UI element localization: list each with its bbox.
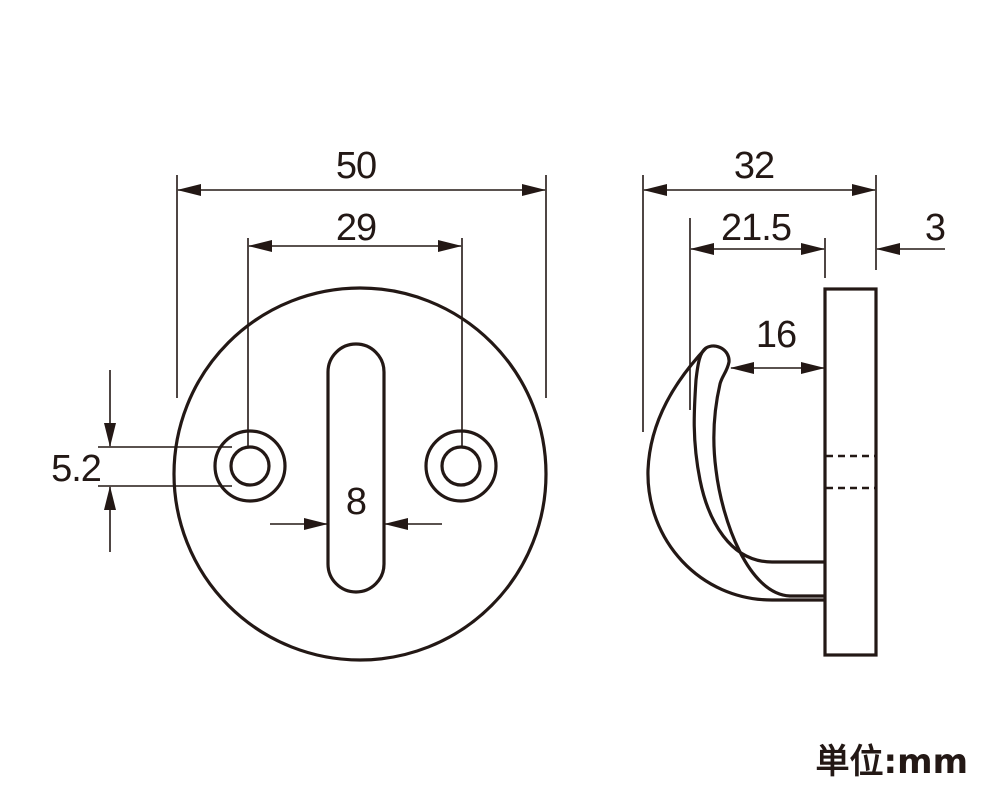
dimension-label-slot-width: 8 [346,481,366,523]
hook-outer-curve [646,346,825,602]
dimension-label-hole-diameter: 5.2 [51,448,101,490]
dimension-label-hook-opening: 16 [756,314,796,356]
right-hole-inner [440,445,482,487]
front-view: 50 29 8 5.2 [51,145,548,662]
hook-outline [692,344,825,598]
left-hole-outer [213,429,287,503]
dimension-label-total-depth: 32 [734,145,774,187]
dimension-label-hook-depth: 21.5 [721,207,791,249]
right-hole-outer [424,429,498,503]
center-slot [326,342,386,594]
unit-label: 単位:mm [816,742,968,782]
side-view: 32 21.5 3 16 [642,145,946,657]
dimension-label-outer-diameter: 50 [336,145,376,187]
dimension-label-hole-pitch: 29 [336,207,376,249]
base-plate-outline [172,286,548,662]
dimension-label-plate-thickness: 3 [925,207,945,249]
side-plate-outline [823,287,878,657]
left-hole-inner [229,445,271,487]
